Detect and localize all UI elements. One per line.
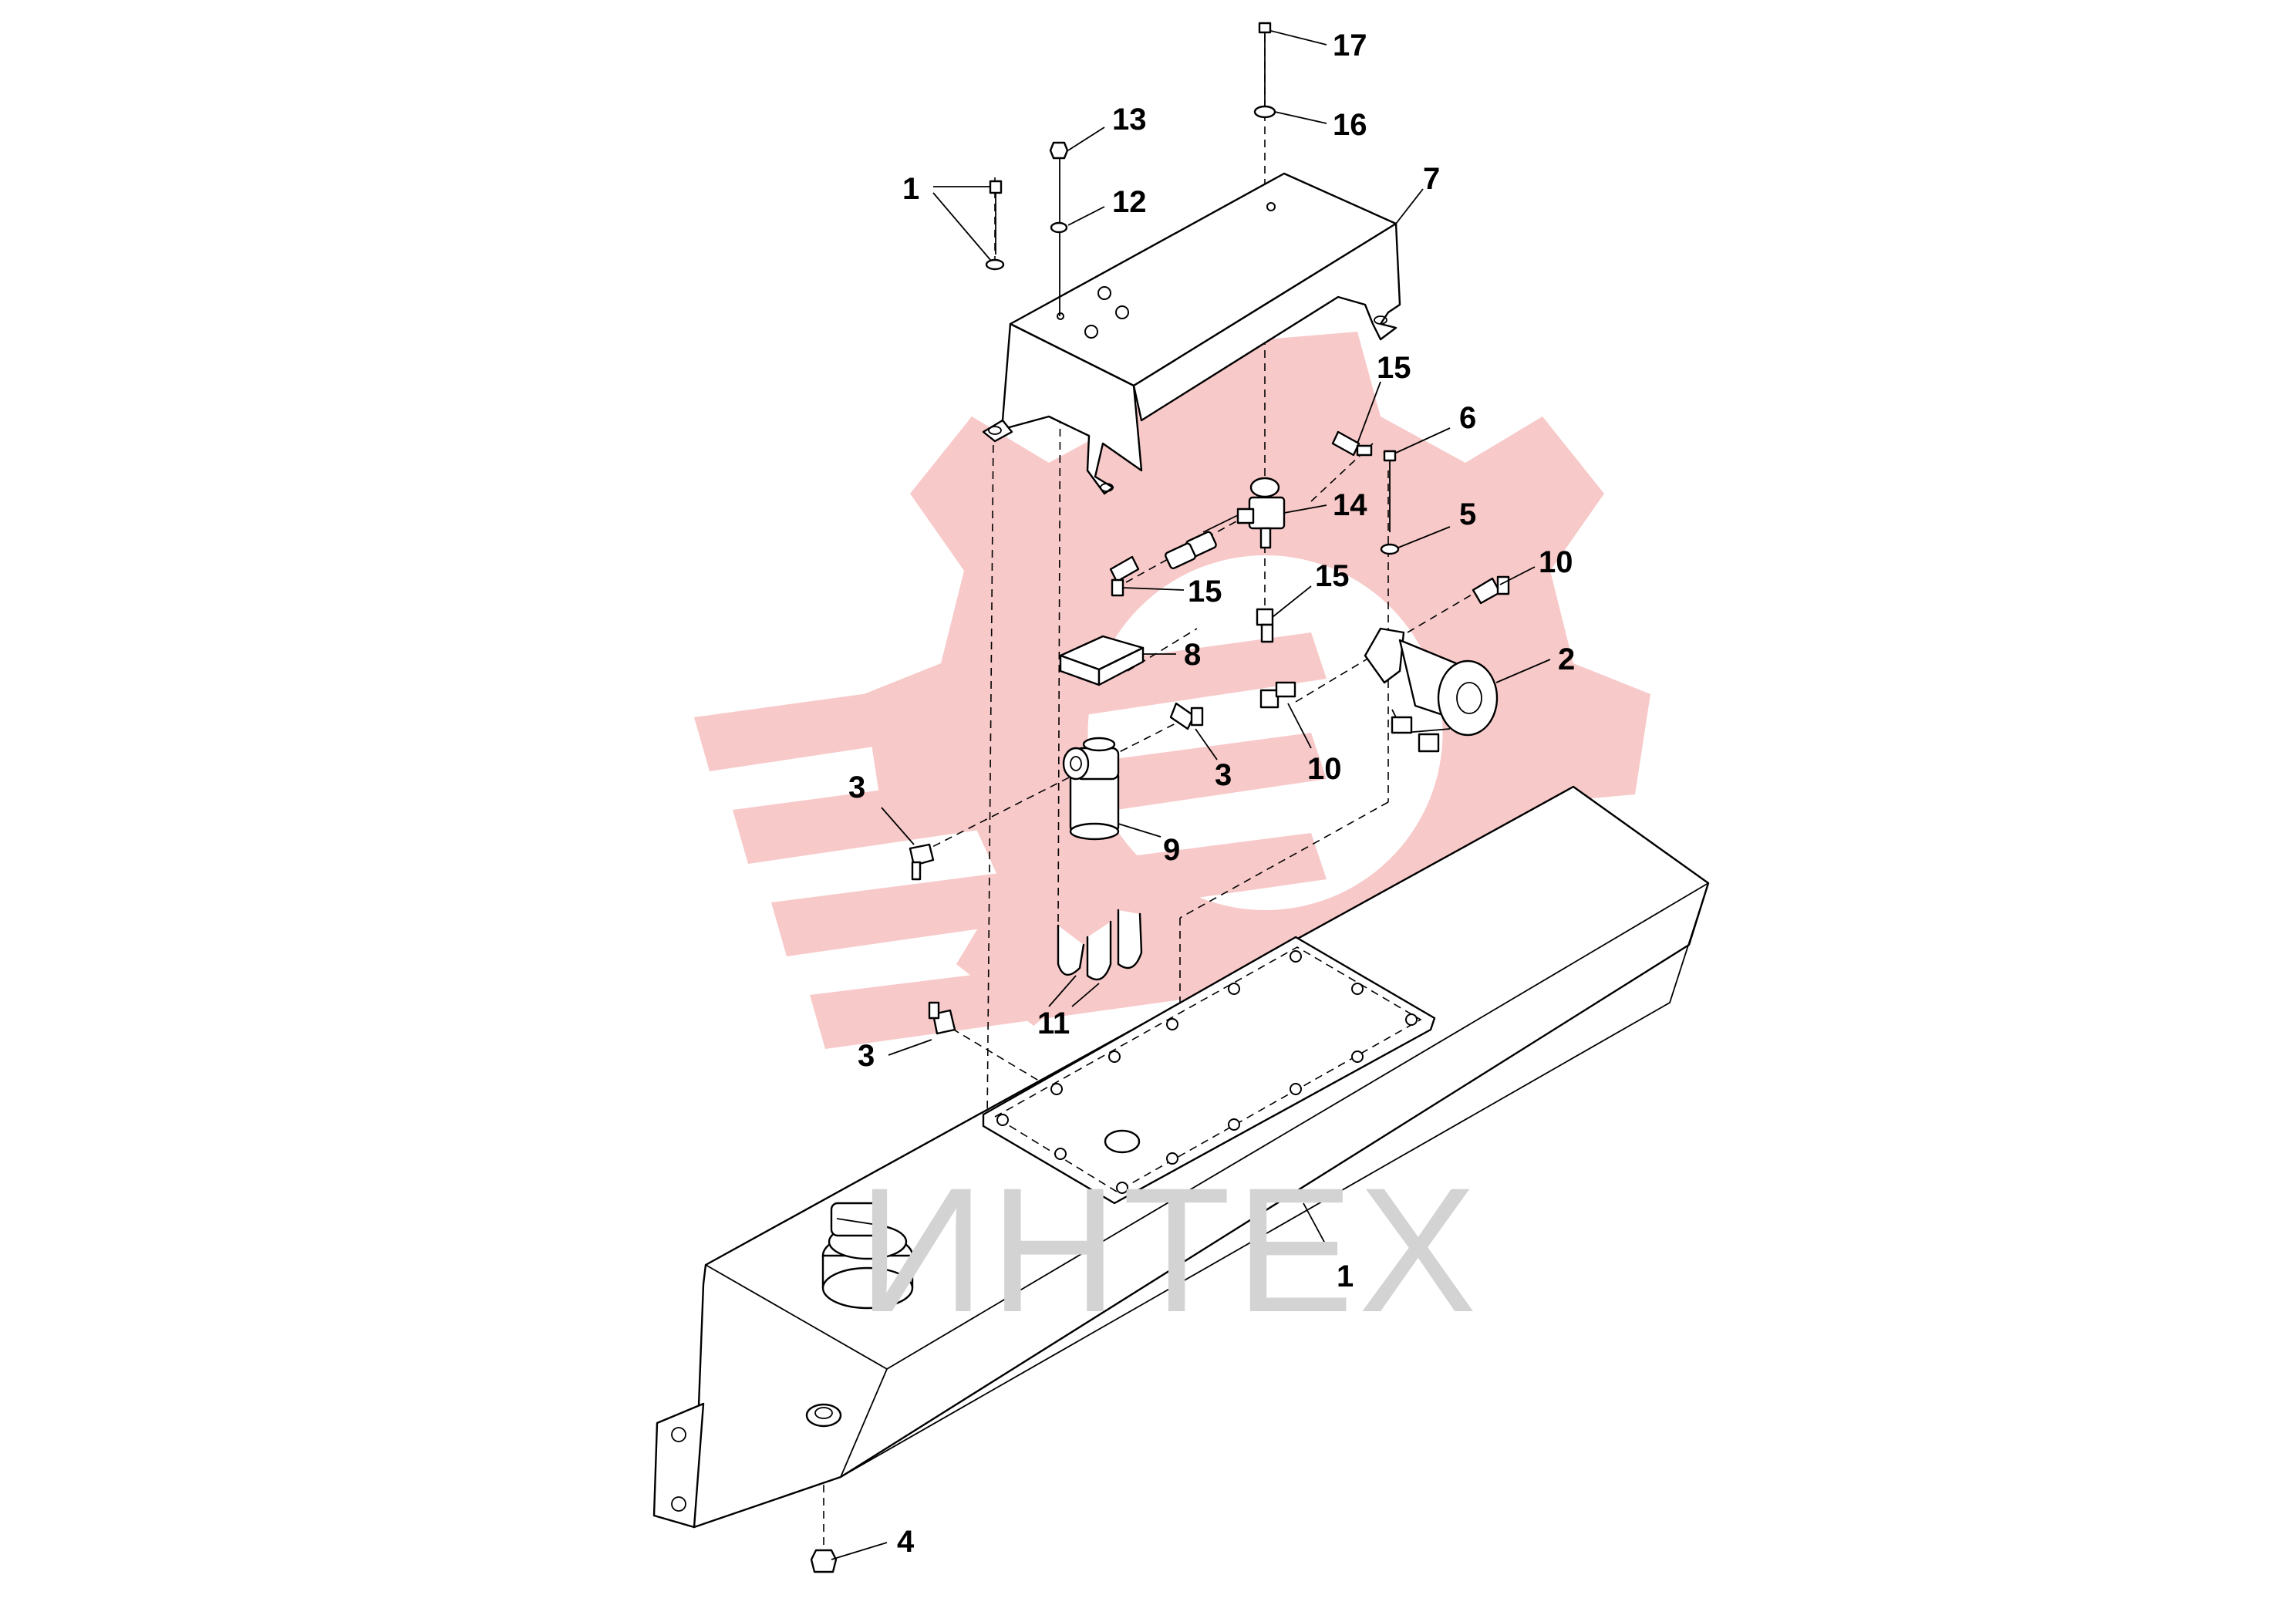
tank-access-cover-plate (982, 936, 1436, 1205)
fuel-tank-side-edge (840, 1368, 888, 1478)
fuel-hoses-11 (1057, 909, 1143, 981)
callout-leaders (831, 30, 1551, 1560)
fitting-10-left (1259, 681, 1296, 709)
fuel-tank (652, 785, 1710, 1529)
fitting-3-tank (928, 1001, 956, 1035)
watermark-text: ИНТЕХ (858, 1151, 1482, 1349)
fuel-tank-end-edge (840, 882, 1709, 1478)
nut-13 (1049, 141, 1069, 316)
callout-10-right: 10 (1539, 545, 1573, 579)
callout-2: 2 (1558, 642, 1575, 676)
callout-9: 9 (1163, 833, 1180, 867)
callout-3-left: 3 (848, 771, 865, 804)
callout-3-filter: 3 (1215, 758, 1232, 792)
foot-hole (988, 426, 1002, 435)
fitting-3-filter (1169, 702, 1204, 730)
callout-3-tank: 3 (858, 1039, 875, 1073)
callout-17: 17 (1333, 29, 1367, 62)
fuel-tank-body (693, 785, 1710, 1529)
fuel-pump-2 (1364, 627, 1499, 753)
cover-gasket-outline (993, 946, 1422, 1192)
callout-4: 4 (897, 1525, 915, 1559)
callout-15-top: 15 (1377, 351, 1411, 385)
washer-12 (1050, 221, 1068, 234)
callout-6: 6 (1459, 401, 1476, 435)
washer-5 (1380, 543, 1400, 555)
callout-5: 5 (1459, 497, 1476, 531)
bracket-nuts (1057, 202, 1276, 339)
fitting-15-left (1109, 555, 1140, 597)
bolt-17 (1258, 22, 1272, 108)
callout-1-bolt: 1 (902, 172, 919, 206)
tank-sender-fitting (1104, 1129, 1141, 1154)
callout-1-tank: 1 (1337, 1259, 1354, 1293)
watermark-stripe-3 (771, 833, 1327, 956)
flange-hole (671, 1427, 686, 1442)
watermark-stripe-2 (733, 733, 1327, 864)
foot-hole (1374, 315, 1387, 325)
callout-16: 16 (1333, 108, 1367, 142)
tank-drain-boss (805, 1403, 842, 1428)
bolt-left (985, 180, 1005, 271)
fitting-15-low (1256, 608, 1274, 643)
drain-plug (810, 1549, 838, 1573)
callout-12: 12 (1112, 185, 1147, 219)
callout-13: 13 (1112, 103, 1147, 137)
bracket-right-skirt (1132, 222, 1401, 422)
callout-8: 8 (1184, 638, 1201, 672)
washer-16 (1253, 105, 1276, 119)
flange-hole (671, 1496, 686, 1512)
foot-hole (1100, 483, 1114, 492)
callout-10-left: 10 (1307, 752, 1342, 786)
callout-15-left: 15 (1188, 575, 1222, 609)
callout-14: 14 (1333, 488, 1367, 522)
callout-15-low: 15 (1315, 559, 1350, 593)
fuel-filter-9 (1062, 737, 1120, 841)
cover-bracket (982, 172, 1401, 495)
callout-labels: 1 1 2 3 3 3 4 5 6 7 8 9 10 10 11 12 13 1… (848, 29, 1575, 1559)
callout-11: 11 (1037, 1007, 1070, 1040)
fuel-tank-mounting-flange (652, 1402, 705, 1529)
fitting-15-top (1331, 430, 1373, 457)
bolt-6 (1383, 450, 1397, 532)
cover-bolts (996, 950, 1418, 1194)
callout-7: 7 (1423, 162, 1440, 196)
fuel-filler-cap (821, 1202, 914, 1310)
fitting-3-left (909, 843, 935, 881)
watermark-stripe-1 (694, 632, 1327, 771)
